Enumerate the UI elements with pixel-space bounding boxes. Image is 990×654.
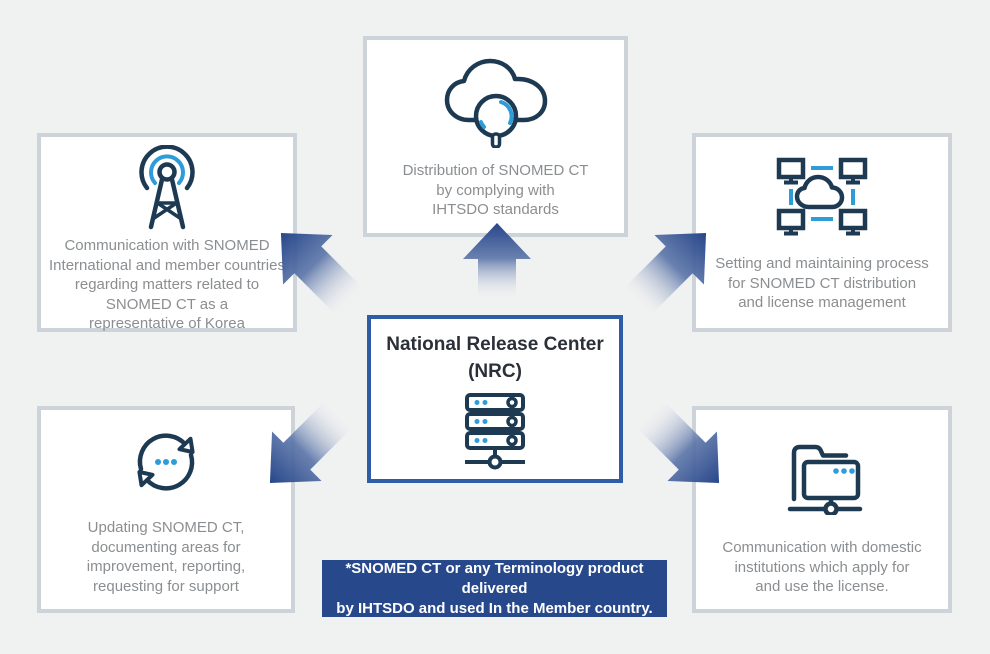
box-national-release-center: National Release Center (NRC) <box>367 315 623 483</box>
box-distribution: Distribution of SNOMED CT by complying w… <box>363 36 628 237</box>
box-communication-domestic-text: Communication with domestic institutions… <box>722 539 922 595</box>
folder-network-icon <box>780 436 864 516</box>
cloud-search-icon <box>441 56 551 148</box>
network-cloud-icon <box>767 155 877 241</box>
box-communication-international-text: Communication with SNOMED International … <box>49 237 285 332</box>
sync-arrows-icon <box>128 425 204 498</box>
box-communication-international: Communication with SNOMED International … <box>37 133 297 332</box>
box-updating: Updating SNOMED CT, documenting areas fo… <box>37 406 295 613</box>
box-updating-text: Updating SNOMED CT, documenting areas fo… <box>86 519 246 595</box>
box-process-setting: Setting and maintaining process for SNOM… <box>692 133 952 332</box>
server-stack-icon <box>463 393 527 471</box>
footnote-banner: *SNOMED CT or any Terminology product de… <box>322 560 667 617</box>
box-process-setting-text: Setting and maintaining process for SNOM… <box>715 255 929 311</box>
nrc-title: National Release Center (NRC) <box>386 334 604 382</box>
box-communication-domestic: Communication with domestic institutions… <box>692 406 952 613</box>
radio-tower-icon <box>129 144 205 234</box>
box-distribution-text: Distribution of SNOMED CT by complying w… <box>402 162 589 218</box>
footnote-text: *SNOMED CT or any Terminology product de… <box>336 559 653 617</box>
